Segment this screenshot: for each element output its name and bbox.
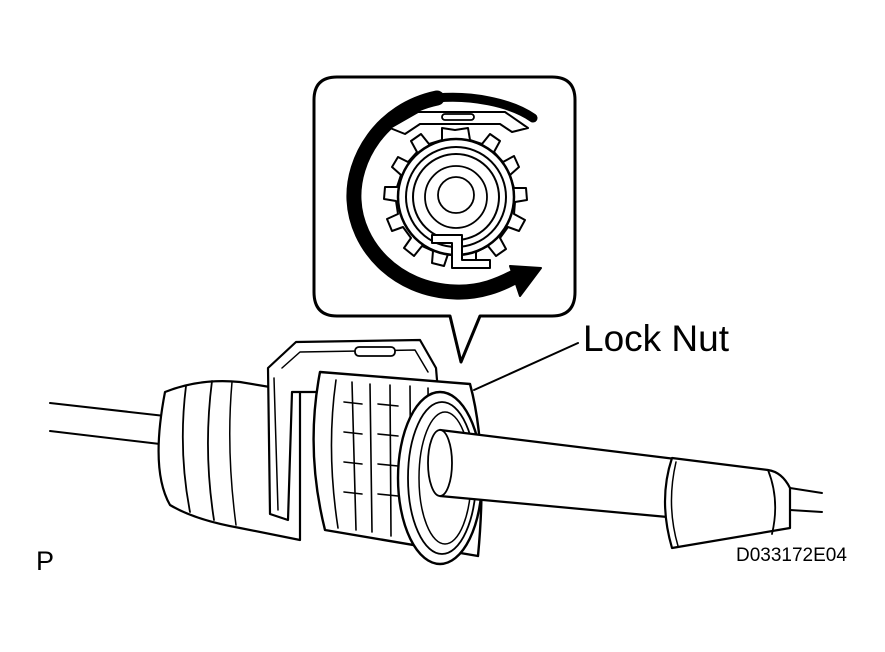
lock-nut-leader-line: [473, 342, 579, 391]
inset-detail-view: [312, 75, 577, 364]
lock-nut-label: Lock Nut: [583, 318, 730, 359]
rotation-arrow-icon: [346, 90, 526, 300]
cable-boot: [157, 380, 302, 542]
rotation-arrowhead-icon: [509, 265, 542, 297]
view-label: P: [36, 546, 55, 576]
shaft-assembly: [49, 338, 823, 566]
lock-nut-top-view: [383, 111, 529, 269]
right-sleeve: [663, 456, 792, 550]
figure-code: D033172E04: [736, 545, 847, 566]
